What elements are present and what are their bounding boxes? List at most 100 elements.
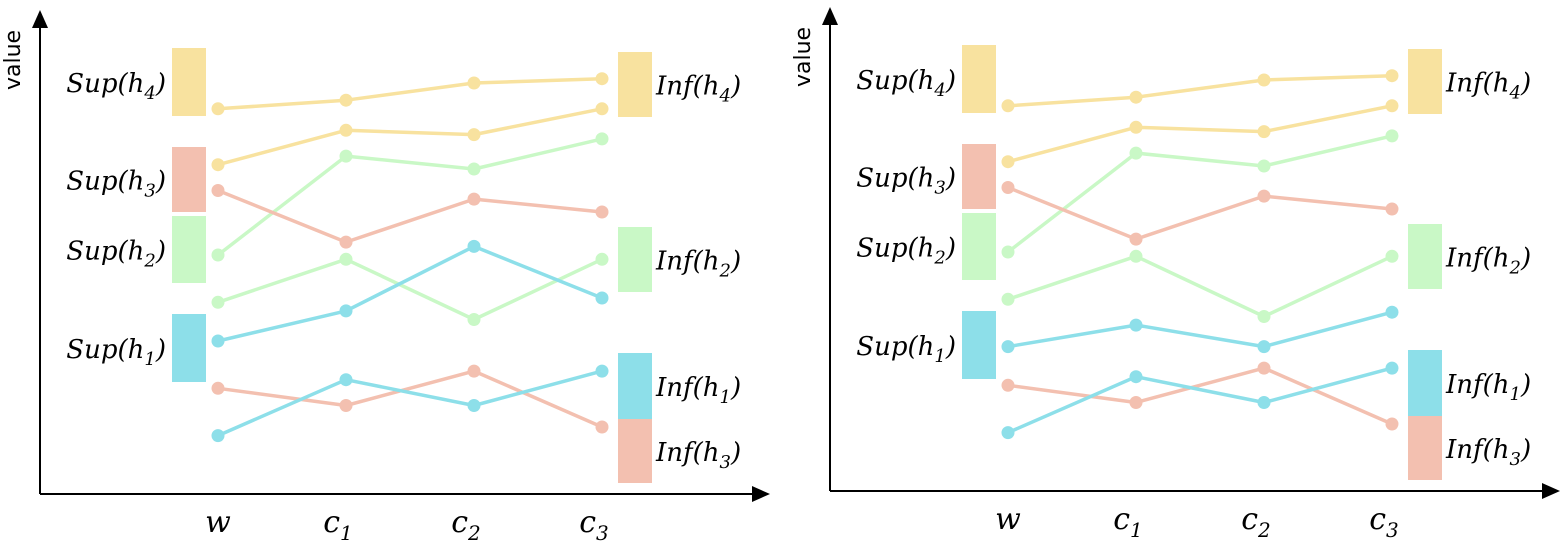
inf-box bbox=[618, 52, 652, 117]
series-point bbox=[1129, 120, 1143, 134]
series-point bbox=[467, 162, 481, 176]
y-axis-arrow bbox=[822, 7, 838, 25]
series-point bbox=[467, 192, 481, 206]
x-axis-arrow bbox=[752, 486, 770, 502]
series-point bbox=[1129, 90, 1143, 104]
series-point bbox=[339, 149, 353, 163]
series-line bbox=[217, 244, 603, 343]
x-tick-label: w bbox=[995, 502, 1021, 537]
series-point bbox=[595, 291, 609, 305]
series-line bbox=[1007, 366, 1393, 435]
y-axis-arrow bbox=[32, 10, 48, 28]
inf-box-label: Inf(h3) bbox=[1445, 435, 1531, 470]
series-line bbox=[216, 137, 603, 257]
inf-box bbox=[618, 419, 652, 483]
series-point bbox=[211, 158, 225, 172]
series-point bbox=[1257, 73, 1271, 87]
series-point bbox=[339, 399, 353, 412]
series-point bbox=[1385, 361, 1399, 375]
sup-box bbox=[962, 144, 996, 209]
x-tick-label: c2 bbox=[1241, 502, 1271, 542]
series-point bbox=[467, 399, 481, 412]
x-tick-label: c3 bbox=[1369, 502, 1399, 542]
series-point bbox=[211, 102, 225, 116]
series-point bbox=[1257, 361, 1271, 375]
x-tick-label: c3 bbox=[579, 505, 609, 542]
inf-box-label: Inf(h1) bbox=[1445, 370, 1531, 405]
series-line bbox=[217, 369, 603, 429]
series-line bbox=[1007, 73, 1393, 108]
series-point bbox=[339, 123, 353, 137]
series-point bbox=[467, 128, 481, 142]
inf-box-label: Inf(h4) bbox=[1445, 69, 1531, 104]
sup-box-label: Sup(h4) bbox=[856, 66, 956, 101]
series-point bbox=[595, 102, 609, 116]
series-point bbox=[1385, 249, 1399, 263]
series-point bbox=[1385, 305, 1399, 319]
x-tick-label: c1 bbox=[323, 505, 353, 542]
series-line bbox=[217, 76, 603, 111]
series-point bbox=[595, 364, 609, 378]
inf-box bbox=[1408, 224, 1442, 289]
series-point bbox=[1001, 340, 1015, 354]
series-point bbox=[1129, 318, 1143, 332]
inf-box-label: Inf(h2) bbox=[1445, 244, 1531, 279]
sup-box-label: Sup(h1) bbox=[856, 332, 956, 367]
sup-box-label: Sup(h4) bbox=[66, 69, 166, 104]
inf-box bbox=[618, 353, 652, 419]
series-point bbox=[1385, 69, 1399, 83]
sup-box bbox=[962, 45, 996, 113]
series-point bbox=[1001, 245, 1015, 259]
series-point bbox=[1257, 396, 1271, 409]
series-point bbox=[1257, 159, 1271, 173]
sup-box-label: Sup(h1) bbox=[66, 335, 166, 370]
series-line bbox=[217, 369, 603, 438]
inf-box bbox=[1408, 416, 1442, 480]
series-line bbox=[1006, 134, 1393, 254]
inf-box bbox=[1408, 49, 1442, 114]
series-point bbox=[1001, 99, 1015, 113]
sup-box-label: Sup(h3) bbox=[856, 164, 956, 199]
series-point bbox=[1129, 146, 1143, 160]
x-axis-arrow bbox=[1542, 483, 1560, 499]
series-point bbox=[211, 248, 225, 262]
series-point bbox=[1129, 370, 1143, 384]
series-point bbox=[211, 295, 225, 309]
sup-box bbox=[172, 147, 206, 212]
series-point bbox=[211, 184, 225, 197]
inf-box-label: Inf(h3) bbox=[655, 438, 741, 473]
sup-box-label: Sup(h2) bbox=[66, 237, 166, 272]
series-point bbox=[1257, 125, 1271, 139]
series-point bbox=[1129, 396, 1143, 409]
series-point bbox=[1257, 340, 1271, 354]
series-line bbox=[217, 188, 603, 244]
series-point bbox=[339, 373, 353, 387]
right-panel: value w c1 c2 c3 Sup(h4) Sup(h3) Sup(h2) Sup(h1)… bbox=[791, 7, 1560, 542]
series-point bbox=[595, 132, 609, 146]
x-tick-label: c1 bbox=[1113, 502, 1143, 542]
sup-box-label: Sup(h2) bbox=[856, 234, 956, 269]
y-axis-label: value bbox=[1, 30, 26, 90]
series-point bbox=[1129, 249, 1143, 263]
series-line bbox=[1007, 310, 1393, 349]
series-point bbox=[339, 252, 353, 266]
sup-box bbox=[172, 314, 206, 382]
series-point bbox=[339, 93, 353, 107]
series-point bbox=[1257, 310, 1271, 323]
series-point bbox=[467, 364, 481, 378]
series-point bbox=[211, 334, 225, 348]
series-point bbox=[1001, 426, 1015, 440]
inf-box bbox=[1408, 350, 1442, 416]
series-point bbox=[595, 420, 609, 434]
y-axis-label: value bbox=[791, 27, 816, 87]
series-point bbox=[467, 313, 481, 326]
sup-box-label: Sup(h3) bbox=[66, 167, 166, 202]
series-point bbox=[595, 205, 609, 219]
sup-box bbox=[172, 48, 206, 116]
series-point bbox=[339, 235, 353, 249]
series-point bbox=[467, 239, 481, 253]
inf-box-label: Inf(h4) bbox=[655, 72, 741, 107]
series-point bbox=[1001, 181, 1015, 194]
